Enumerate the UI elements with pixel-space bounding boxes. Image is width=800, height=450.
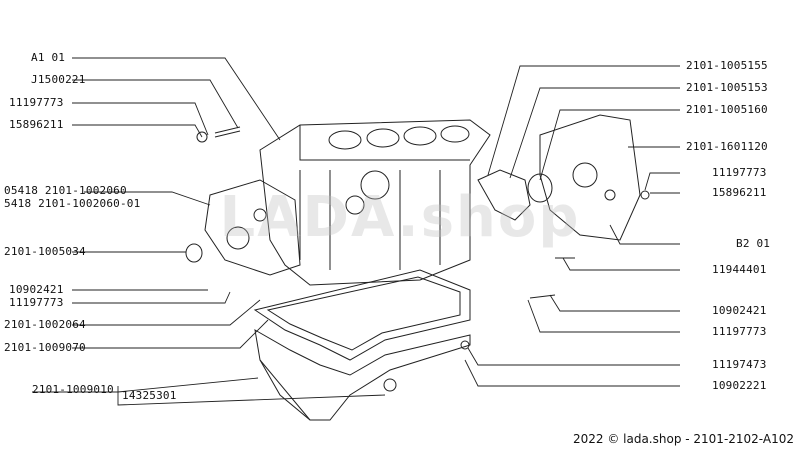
engine-block-shape xyxy=(259,119,491,286)
part-label: 2101-1009070 xyxy=(4,341,86,354)
washer-right-shape xyxy=(640,190,650,200)
part-label: 05418 2101-1002060 xyxy=(4,184,127,197)
part-label: 10902221 xyxy=(712,379,767,392)
part-label: 11197773 xyxy=(9,296,64,309)
part-label: 2101-1009010 xyxy=(32,383,114,396)
part-label: 2101-1005155 xyxy=(686,59,768,72)
rear-plate-shape xyxy=(539,114,641,241)
oil-seal-shape xyxy=(185,243,203,263)
oil-pan-gasket-shape xyxy=(253,269,471,361)
plug-right-shape xyxy=(460,340,470,350)
part-label: 10902421 xyxy=(9,283,64,296)
part-label: 11944401 xyxy=(712,263,767,276)
part-label: A1 01 xyxy=(31,51,66,64)
part-label: 11197773 xyxy=(712,325,767,338)
part-label: B2 01 xyxy=(736,237,771,250)
part-label: 11197473 xyxy=(712,358,767,371)
part-label: 15896211 xyxy=(9,118,64,131)
front-cover-shape xyxy=(204,179,301,276)
part-label: 10902421 xyxy=(712,304,767,317)
part-label: 2101-1005160 xyxy=(686,103,768,116)
part-label: 14325301 xyxy=(122,389,177,402)
washer-shape xyxy=(196,131,208,143)
part-label: 2101-1601120 xyxy=(686,140,768,153)
part-label: 11197773 xyxy=(712,166,767,179)
part-label: 2101-1002064 xyxy=(4,318,86,331)
copyright-footer: 2022 © lada.shop - 2101-2102-A102 xyxy=(572,432,794,446)
part-label: 11197773 xyxy=(9,96,64,109)
part-label: J1500221 xyxy=(31,73,86,86)
bolt-shape xyxy=(214,126,241,138)
part-label: 2101-1005153 xyxy=(686,81,768,94)
part-label: 5418 2101-1002060-01 xyxy=(4,197,141,210)
drain-plug-shape xyxy=(383,378,397,392)
part-label: 15896211 xyxy=(712,186,767,199)
part-label: 2101-1005034 xyxy=(4,245,86,258)
